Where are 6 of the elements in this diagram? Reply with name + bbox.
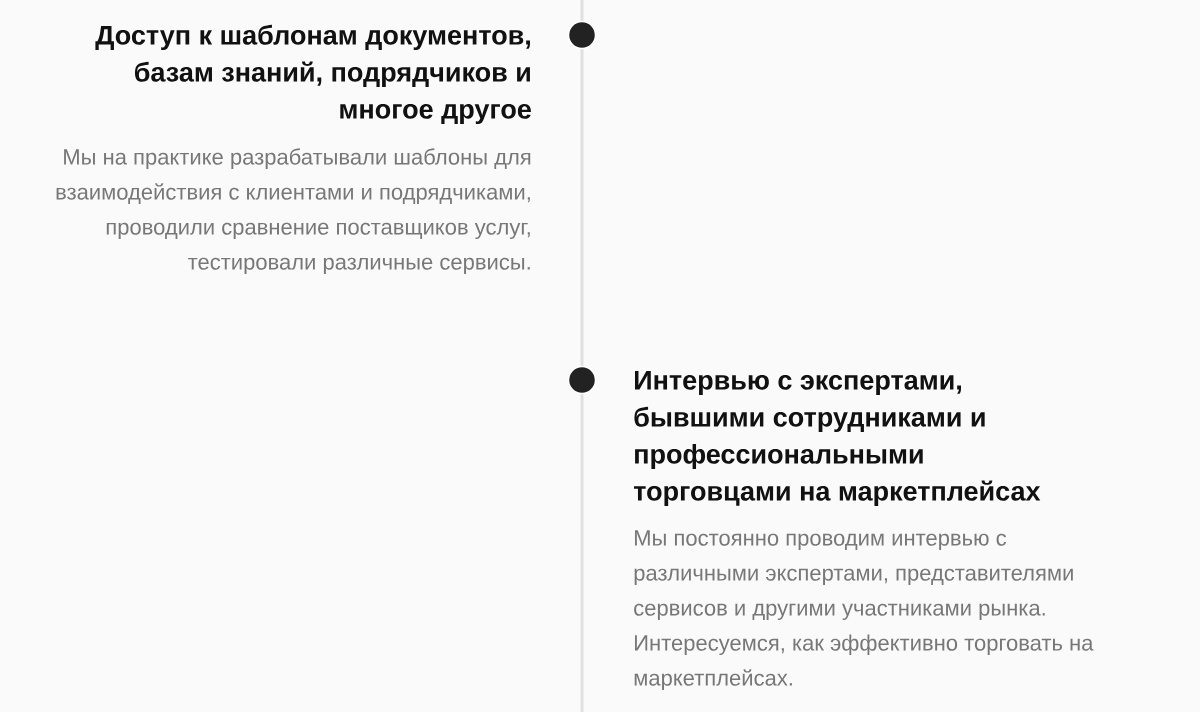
description: Мы на практике разрабатывали шаблоны для взаимодействия с клиентами и подрядчиками, проводили сравнение поставщиков услуг, тестировали различные сервисы. <box>56 148 531 275</box>
timeline-dot <box>567 365 597 395</box>
description: Мы постоянно проводим интервью с различными экспертами, представителями сервисов и другими участниками рынка. Интересуемся, как эффективно торговать на маркетплейсах. <box>634 530 1094 691</box>
heading: Доступ к шаблонам документов, базам знаний, подрядчиков и многое другое <box>95 24 531 125</box>
heading: Интервью с экспертами, бывшими сотрудниками и профессиональными торговцами на маркетплейсах <box>633 370 1041 507</box>
timeline-dot <box>567 20 597 50</box>
